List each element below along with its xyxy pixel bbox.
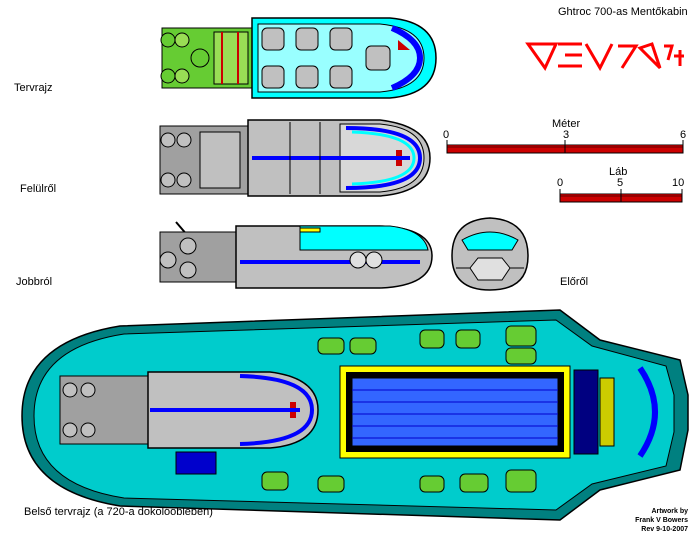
engine-cluster [159,125,249,195]
scale-meter-tick-6: 6 [680,129,687,141]
scale-bar-feet [559,189,683,203]
seats [261,27,391,89]
scale-meter-title: Méter [552,118,581,130]
scale-feet-tick-10: 10 [672,177,685,189]
docked-capsule [59,371,319,449]
credit-line-2: Frank V Bowers [635,517,688,524]
pods [261,325,537,493]
scale-meter-tick-0: 0 [443,129,450,141]
label-felulrol: Felülről [20,183,57,195]
engine-cluster [160,27,253,89]
label-tervrajz: Tervrajz [14,82,53,94]
label-jobbrol: Jobbról [16,276,53,288]
top-plan-view [160,17,437,99]
interior-view [21,309,689,521]
side-view [159,221,433,289]
label-belso: Belső tervrajz (a 720-a dokolóöblében) [24,506,213,518]
credit-line-3: Rev 9-10-2007 [641,526,688,533]
logo-aurebesh [525,42,684,72]
credit-line-1: Artwork by [651,508,688,515]
label-elorol: Előről [560,276,589,288]
title: Ghtroc 700-as Mentőkabin [558,6,688,18]
top-view [159,119,431,197]
credits: Artwork by Frank V Bowers Rev 9-10-2007 [635,507,688,534]
scale-feet-tick-5: 5 [617,177,624,189]
scale-bar-meter [446,140,684,154]
scale-meter-tick-3: 3 [563,129,570,141]
front-view [451,217,529,291]
scale-feet-tick-0: 0 [557,177,564,189]
scale-feet-title: Láb [609,166,628,178]
cargo-bay [339,365,571,459]
